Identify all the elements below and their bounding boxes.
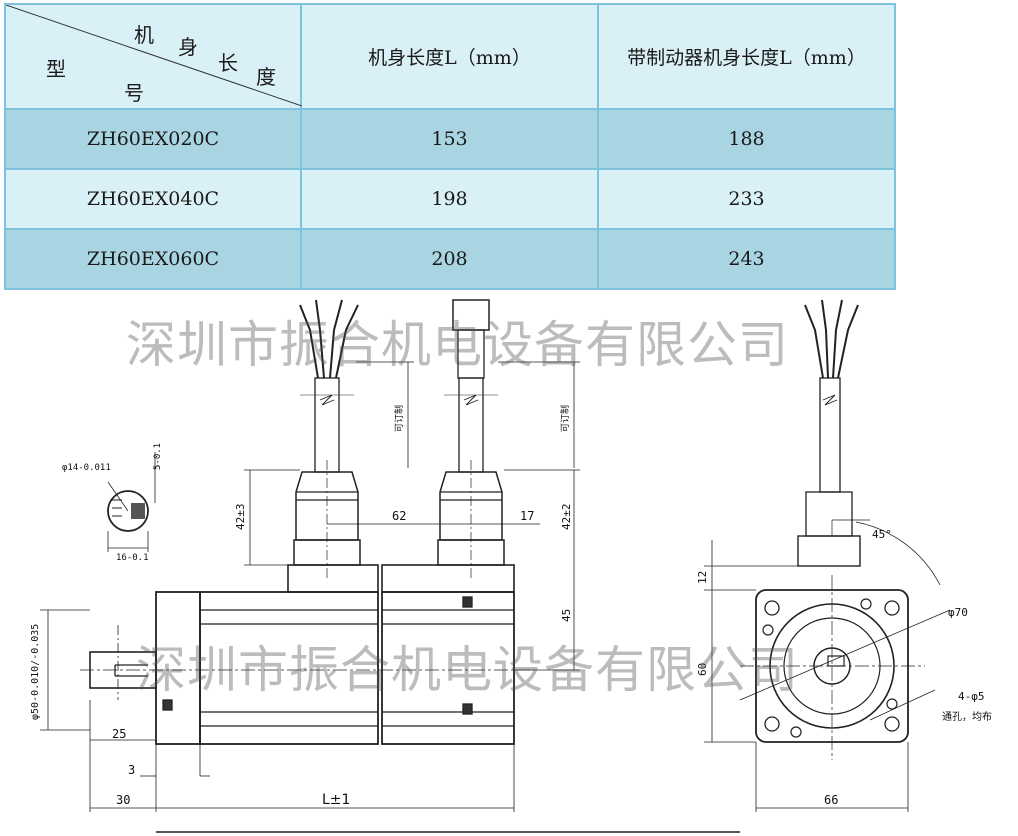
dim-conn-height1: 42±3 <box>234 504 247 531</box>
header-length: 机身长度L（mm） <box>300 3 599 110</box>
spec-table: 机 身 长 度 型 号 机身长度L（mm） 带制动器机身长度L（mm） ZH60… <box>4 3 896 290</box>
cell-brake-length: 243 <box>597 228 896 290</box>
watermark: 深圳市振合机电设备有限公司 <box>136 641 799 699</box>
corner-char: 身 <box>178 35 198 59</box>
dim-flange: 3 <box>128 763 135 777</box>
motor-technical-drawing: φ14-0.011 5-0.1 16-0.1 φ50-0.010/-0.035 … <box>30 299 992 833</box>
dim-top-offset: 12 <box>696 571 709 584</box>
table-header-row: 机 身 长 度 型 号 机身长度L（mm） 带制动器机身长度L（mm） <box>4 3 896 110</box>
motor-front-view <box>739 299 951 760</box>
connector-left <box>293 299 361 578</box>
key-detail <box>107 452 156 552</box>
cell-brake-length: 188 <box>597 108 896 170</box>
dim-conn-offset-v: 45 <box>560 609 573 622</box>
cell-brake-length: 233 <box>597 168 896 230</box>
dim-holes-note: 通孔，均布 <box>942 711 992 723</box>
dim-width: 66 <box>824 793 838 807</box>
header-brake-length: 带制动器机身长度L（mm） <box>597 3 896 110</box>
dim-conn-height2: 42±2 <box>560 504 573 531</box>
dim-shaft-dia: φ50-0.010/-0.035 <box>30 624 41 720</box>
corner-cell: 机 身 长 度 型 号 <box>4 3 302 110</box>
dim-conn-offset: 17 <box>520 509 534 523</box>
corner-diagonal <box>6 5 302 106</box>
corner-char: 型 <box>46 57 66 81</box>
dim-front-len: 30 <box>116 793 130 807</box>
cell-length: 208 <box>300 228 599 290</box>
corner-char: 度 <box>256 65 276 89</box>
dim-customizable: 可订制 <box>559 405 571 432</box>
dim-key-height: 16-0.1 <box>116 553 149 563</box>
cell-length: 153 <box>300 108 599 170</box>
motor-side-view <box>80 564 530 745</box>
dim-holes: 4-φ5 <box>958 690 985 703</box>
dim-angle: 45° <box>872 528 892 541</box>
table-row: ZH60EX040C 198 233 <box>4 168 896 230</box>
cell-model: ZH60EX020C <box>4 108 302 170</box>
dim-body-len: L±1 <box>322 792 350 808</box>
dim-customizable: 可订制 <box>393 405 405 432</box>
dim-conn-spacing: 62 <box>392 509 406 523</box>
corner-char: 号 <box>124 81 144 105</box>
dim-key-dia: φ14-0.011 <box>62 463 111 473</box>
cell-length: 198 <box>300 168 599 230</box>
dim-shaft-len: 25 <box>112 727 126 741</box>
connector-middle <box>437 299 505 578</box>
table-row: ZH60EX060C 208 243 <box>4 228 896 290</box>
dim-pcd: φ70 <box>948 606 968 619</box>
dimension-labels: φ14-0.011 5-0.1 16-0.1 φ50-0.010/-0.035 … <box>30 405 992 808</box>
cell-model: ZH60EX040C <box>4 168 302 230</box>
side-dimensions <box>40 361 580 812</box>
corner-char: 机 <box>134 23 154 47</box>
watermark: 深圳市振合机电设备有限公司 <box>126 316 789 374</box>
corner-char: 长 <box>218 51 238 75</box>
front-dimensions <box>704 540 909 812</box>
cell-model: ZH60EX060C <box>4 228 302 290</box>
table-row: ZH60EX020C 153 188 <box>4 108 896 170</box>
dim-key-width: 5-0.1 <box>153 443 163 470</box>
dim-square: 60 <box>696 663 709 676</box>
